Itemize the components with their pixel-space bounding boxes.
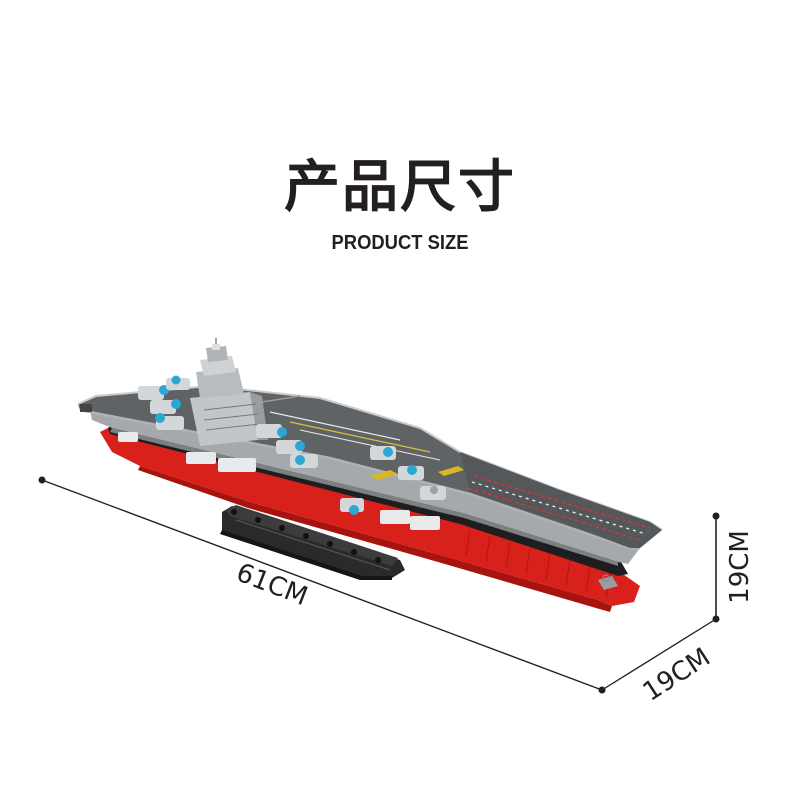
length-dimension-line [41, 479, 603, 691]
display-stand [220, 505, 405, 580]
width-dimension-line [601, 618, 717, 691]
height-dimension-label: 19CM [724, 530, 755, 604]
dimension-lines [38, 476, 720, 694]
landing-markings [467, 475, 651, 541]
deck-aircraft [138, 375, 446, 515]
side-detail-bricks [118, 432, 440, 530]
dimension-endpoint-dot [38, 476, 46, 484]
aircraft-carrier-model [77, 338, 663, 612]
dimension-endpoint-dot [598, 686, 606, 694]
page-title-english: PRODUCT SIZE [331, 232, 469, 254]
dimension-endpoint-dot [712, 512, 720, 520]
page-title-chinese: 产品尺寸 [284, 155, 516, 220]
dimension-endpoint-dot [712, 615, 720, 623]
hull-red [100, 428, 640, 606]
island-superstructure [190, 338, 301, 446]
